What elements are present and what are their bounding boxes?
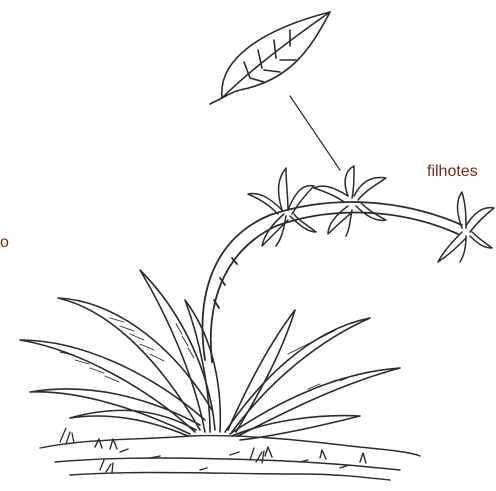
rosette-leaves [20, 270, 400, 440]
detached-leaf [210, 12, 330, 104]
plantlet-2 [314, 166, 386, 236]
label-left-partial: o [0, 234, 9, 252]
leader-line [290, 96, 340, 170]
plantlet-3 [438, 192, 494, 262]
label-filhotes: filhotes [427, 163, 478, 181]
ground [40, 436, 420, 480]
plantlet-1 [248, 168, 316, 246]
